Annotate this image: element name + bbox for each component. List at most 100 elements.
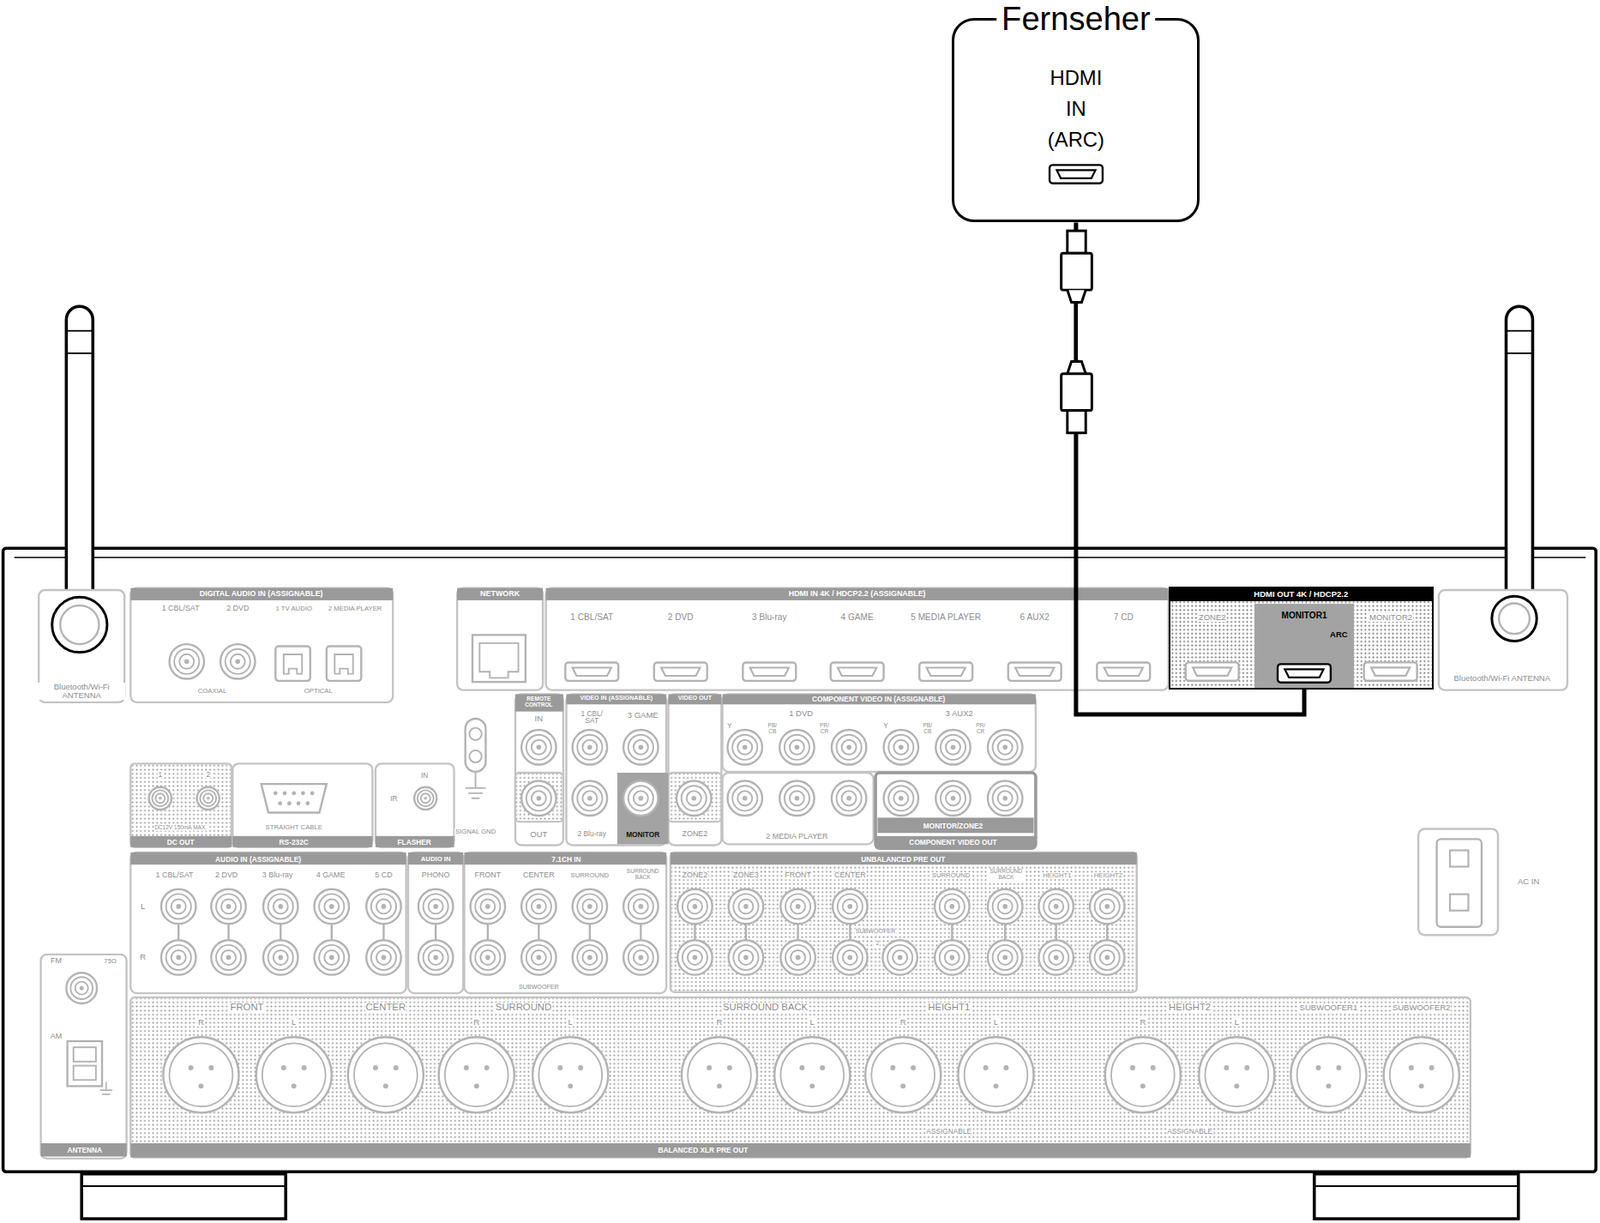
rs232c-pin <box>277 800 283 806</box>
rca-pin <box>485 903 491 909</box>
rca-jack <box>521 781 556 816</box>
rca-pin <box>846 795 852 801</box>
panel-frame <box>130 588 393 703</box>
hdmi-port <box>742 662 796 681</box>
rca-ring <box>790 898 806 914</box>
rca-pin <box>950 795 957 801</box>
rca-ring <box>633 739 649 755</box>
rca-pin <box>743 903 749 909</box>
panel-label: R <box>138 952 147 962</box>
hdmi-socket <box>750 667 789 676</box>
rca-pin <box>847 903 853 909</box>
xlr-pin <box>1408 1064 1414 1071</box>
xlr-jack <box>532 1036 608 1113</box>
header-bar <box>130 1142 1471 1158</box>
panel-label: IN <box>420 771 429 780</box>
rca-jack <box>987 939 1023 975</box>
xlr-ring <box>1204 1042 1269 1107</box>
panel-label: FRONT <box>474 871 503 879</box>
rca-ring <box>944 950 960 965</box>
xlr-pin <box>1130 1064 1136 1071</box>
xlr-pin <box>567 1082 573 1089</box>
rca-ring <box>371 893 397 919</box>
panel-frame <box>375 763 455 848</box>
jack-pair-link <box>639 922 642 941</box>
xlr-pin <box>484 1064 490 1071</box>
xlr-pin <box>819 1064 825 1071</box>
rca-ring <box>531 739 547 755</box>
receiver-body <box>3 547 1597 1172</box>
rca-ring <box>423 944 449 970</box>
antenna-rod <box>66 306 93 604</box>
panel-label: ZONE3 <box>732 871 760 879</box>
rca-ring <box>526 785 552 811</box>
rs232c-pin <box>287 800 292 806</box>
xlr-pin <box>1140 1082 1146 1089</box>
rca-jack <box>779 729 814 764</box>
rca-ring <box>577 734 602 760</box>
rca-ring <box>577 893 602 919</box>
xlr-ring <box>445 1042 509 1107</box>
rca-ring <box>531 898 547 914</box>
antenna-rod <box>1506 306 1534 604</box>
xlr-pin <box>1316 1064 1322 1071</box>
panel-frame <box>515 693 564 845</box>
rca-ring <box>216 944 241 970</box>
rca-ring <box>842 790 857 806</box>
network-jack <box>472 634 526 682</box>
panel-label: HEIGHT2 <box>1093 872 1124 879</box>
rca-pin <box>1002 744 1008 750</box>
xlr-pin <box>188 1064 194 1071</box>
panel-label: COMPONENT VIDEO OUT <box>908 837 997 846</box>
body-rim <box>14 556 1587 558</box>
panel-label: Bluetooth/Wi-Fi ANTENNA <box>1444 673 1559 683</box>
rs232c-pin <box>305 800 310 806</box>
rs232c-port <box>261 783 327 813</box>
panel-label: COAXIAL <box>197 687 228 695</box>
header-bar <box>41 1142 127 1156</box>
xlr-ring <box>871 1042 935 1107</box>
panel-label: 1 CBL/SAT <box>569 613 614 623</box>
rca-jack <box>66 972 97 1004</box>
hdmi-port <box>1184 662 1239 681</box>
panel-label: CENTER <box>833 871 867 879</box>
rca-jack <box>780 939 815 975</box>
rca-jack <box>1089 939 1125 975</box>
xlr-ring <box>780 1042 844 1107</box>
panel-frame <box>722 772 874 844</box>
rca-ring <box>681 785 707 811</box>
panel-label: 3 Blu-ray <box>751 613 788 623</box>
hdmi-port <box>565 662 619 681</box>
xlr-pin <box>1325 1082 1331 1089</box>
panel-label: R <box>197 1017 205 1027</box>
xlr-pin <box>198 1082 204 1089</box>
antenna-ring <box>66 352 93 355</box>
header-bar <box>408 852 464 865</box>
hdmi-port-icon <box>1181 660 1243 683</box>
panel-label: 7 CD <box>1112 613 1135 623</box>
panel-label: 4 GAME <box>840 613 875 623</box>
header-bar <box>565 693 667 704</box>
panel-label: SURROUND <box>494 1002 553 1013</box>
panel-label: 1 CBL/SAT <box>161 605 201 614</box>
rca-jack <box>831 729 867 764</box>
panel-label: 2 DVD <box>667 613 695 623</box>
panel-label: 5 CD <box>373 871 393 879</box>
rca-ring <box>633 950 649 965</box>
rca-ring <box>216 893 241 919</box>
xlr-jack <box>1290 1036 1366 1113</box>
panel-label: VIDEO OUT <box>678 695 712 702</box>
rca-ring <box>682 944 708 970</box>
rs232c-pin <box>310 790 315 795</box>
rca-ring <box>174 649 199 674</box>
panel-label: 3 Blu-ray <box>261 871 295 879</box>
rca-ring <box>475 944 500 970</box>
rca-jack <box>987 889 1023 924</box>
rca-jack <box>572 889 608 924</box>
gnd-terminal <box>465 718 487 772</box>
rca-ring <box>268 893 294 919</box>
rca-pin <box>742 744 748 750</box>
rca-pin <box>1002 903 1008 909</box>
panel-label: SUBWOOFER <box>517 984 560 991</box>
rca-pin <box>691 795 697 801</box>
